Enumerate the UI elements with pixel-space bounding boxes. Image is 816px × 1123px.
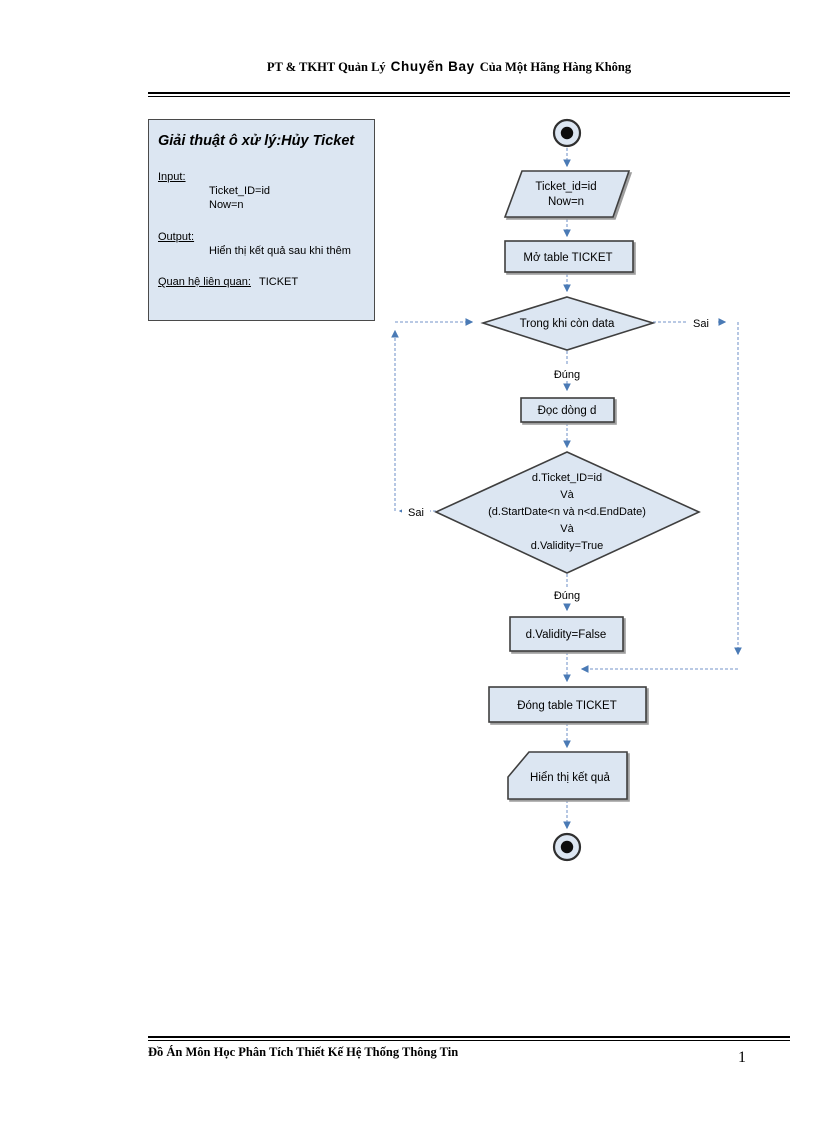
output-line: Hiển thị kết quả sau khi thêm xyxy=(209,245,351,257)
close-table-process xyxy=(488,686,647,723)
header-suffix: Của Một Hãng Hàng Không xyxy=(479,60,632,74)
loop-decision xyxy=(480,296,656,351)
show-result-node xyxy=(507,751,628,800)
output-label: Output: xyxy=(158,231,195,243)
label-bg xyxy=(547,366,587,381)
match-true-label: Đúng xyxy=(554,590,580,602)
info-box-title: Giải thuật ô xử lý:Hủy Ticket xyxy=(158,133,355,149)
match-decision xyxy=(434,451,701,574)
relation-value: TICKET xyxy=(258,276,299,288)
set-validity-process xyxy=(509,616,624,652)
loop-false-label: Sai xyxy=(693,318,709,330)
loop-decision-label: Trong khi còn data xyxy=(520,318,615,330)
open-table-process xyxy=(504,240,634,273)
set-validity-label: d.Validity=False xyxy=(526,629,607,641)
label-bg xyxy=(686,315,716,329)
match-decision-line: d.Validity=True xyxy=(531,540,603,552)
close-table-label: Đóng table TICKET xyxy=(517,700,617,712)
algorithm-info-box: Giải thuật ô xử lý:Hủy Ticket Input: Tic… xyxy=(148,119,375,321)
match-decision-line: d.Ticket_ID=id xyxy=(532,472,602,484)
label-bg xyxy=(402,504,430,518)
read-row-label: Đọc dòng d xyxy=(538,405,597,417)
input-node-line: Now=n xyxy=(548,196,584,208)
loop-true-label: Đúng xyxy=(554,369,580,381)
show-result-label: Hiển thị kết quả xyxy=(530,772,611,784)
input-parallelogram xyxy=(503,170,631,218)
match-decision-line: Và xyxy=(560,489,574,501)
input-line: Now=n xyxy=(209,199,244,211)
open-table-label: Mở table TICKET xyxy=(523,252,612,264)
label-bg xyxy=(547,587,587,602)
footer-text: Đồ Án Môn Học Phân Tích Thiết Kế Hệ Thốn… xyxy=(148,1045,459,1059)
header-prefix: PT & TKHT Quản Lý xyxy=(266,60,386,74)
match-decision-line: (d.StartDate<n và n<d.EndDate) xyxy=(488,506,646,518)
page-number: 1 xyxy=(738,1049,746,1066)
input-label: Input: xyxy=(158,171,186,183)
page-header-title: PT & TKHT Quản Lý Chuyến Bay Của Một Hãng … xyxy=(148,58,790,76)
end-node-dot xyxy=(560,840,574,854)
relation-label: Quan hệ liên quan: xyxy=(158,276,251,288)
start-node-dot xyxy=(560,126,574,140)
relation-row: Quan hệ liên quan: TICKET xyxy=(158,275,366,289)
input-line: Ticket_ID=id xyxy=(209,185,271,197)
footer-rule xyxy=(148,1036,790,1041)
header-rule xyxy=(148,92,790,97)
header-highlight: Chuyến Bay xyxy=(390,59,475,74)
read-row-process xyxy=(520,397,615,423)
match-false-label: Sai xyxy=(408,507,424,519)
match-decision-line: Và xyxy=(560,523,574,535)
input-node-line: Ticket_id=id xyxy=(535,181,596,193)
